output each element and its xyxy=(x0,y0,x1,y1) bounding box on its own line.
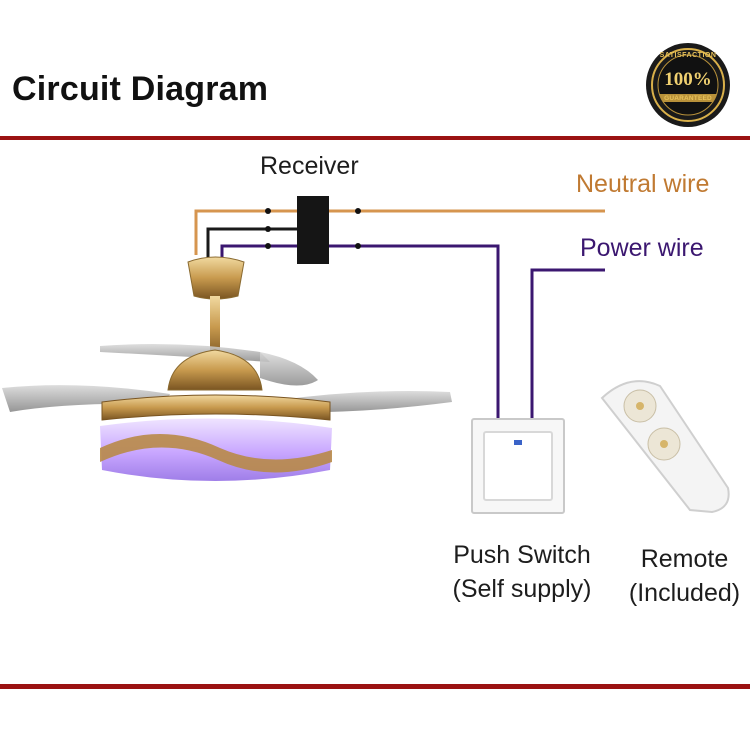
badge-seal-icon xyxy=(646,43,730,127)
bottom-divider xyxy=(0,684,750,689)
remote-caption-line1: Remote xyxy=(640,545,729,573)
remote-caption-line2: (Included) xyxy=(628,579,741,607)
ceiling-fan-image xyxy=(2,256,452,481)
remote-caption: Remote (Included) xyxy=(612,542,750,610)
top-divider xyxy=(0,136,750,140)
page-title: Circuit Diagram xyxy=(12,70,269,108)
badge-top-text: SATISFACTION xyxy=(659,52,717,59)
neutral-wire xyxy=(194,209,605,255)
satisfaction-badge: SATISFACTION 100% GUARANTEED xyxy=(645,42,731,128)
push-switch-caption: Push Switch (Self supply) xyxy=(432,538,612,606)
receiver-label: Receiver xyxy=(260,152,359,180)
badge-bottom-text: GUARANTEED xyxy=(664,95,712,102)
badge-percent: 100% xyxy=(664,69,712,90)
remote-control-image xyxy=(600,380,730,514)
push-switch-caption-line2: (Self supply) xyxy=(452,575,592,603)
push-switch-image xyxy=(471,418,565,514)
neutral-wire-label: Neutral wire xyxy=(576,170,710,198)
receiver-box xyxy=(265,196,361,264)
power-wire-label: Power wire xyxy=(580,234,704,262)
push-switch-caption-line1: Push Switch xyxy=(453,541,591,569)
